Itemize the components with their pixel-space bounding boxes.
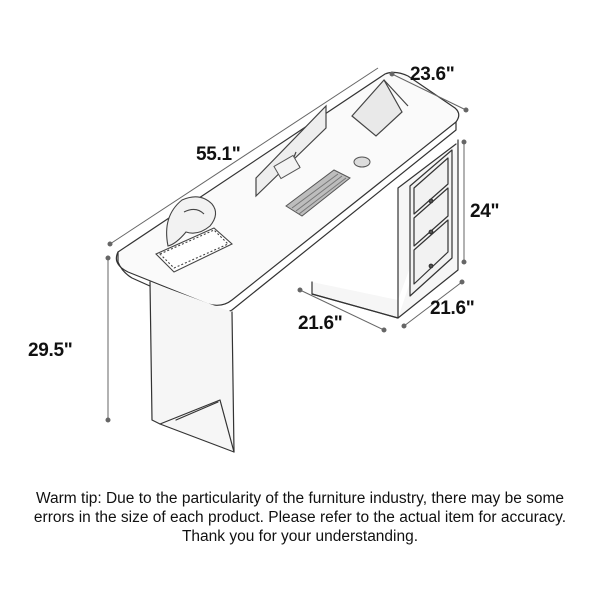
dimension-cabinet-height: 24" bbox=[470, 201, 500, 222]
panel-leg bbox=[149, 281, 235, 453]
dimension-cabinet-depth: 21.6" bbox=[430, 298, 475, 319]
tablet-stand bbox=[351, 78, 409, 137]
drawer-1 bbox=[413, 157, 449, 215]
drawer-2 bbox=[413, 187, 449, 247]
phone bbox=[273, 154, 301, 180]
dimension-top-depth: 23.6" bbox=[410, 64, 455, 85]
mouse bbox=[353, 156, 371, 168]
sculpture-decor bbox=[155, 196, 233, 273]
warm-tip-text: Warm tip: Due to the particularity of th… bbox=[33, 490, 567, 545]
dimension-cabinet-width: 21.6" bbox=[298, 313, 343, 334]
keyboard bbox=[285, 169, 351, 217]
drawer-3 bbox=[413, 219, 449, 285]
dimension-width: 55.1" bbox=[196, 144, 241, 165]
dimension-leg-height: 29.5" bbox=[28, 340, 73, 361]
